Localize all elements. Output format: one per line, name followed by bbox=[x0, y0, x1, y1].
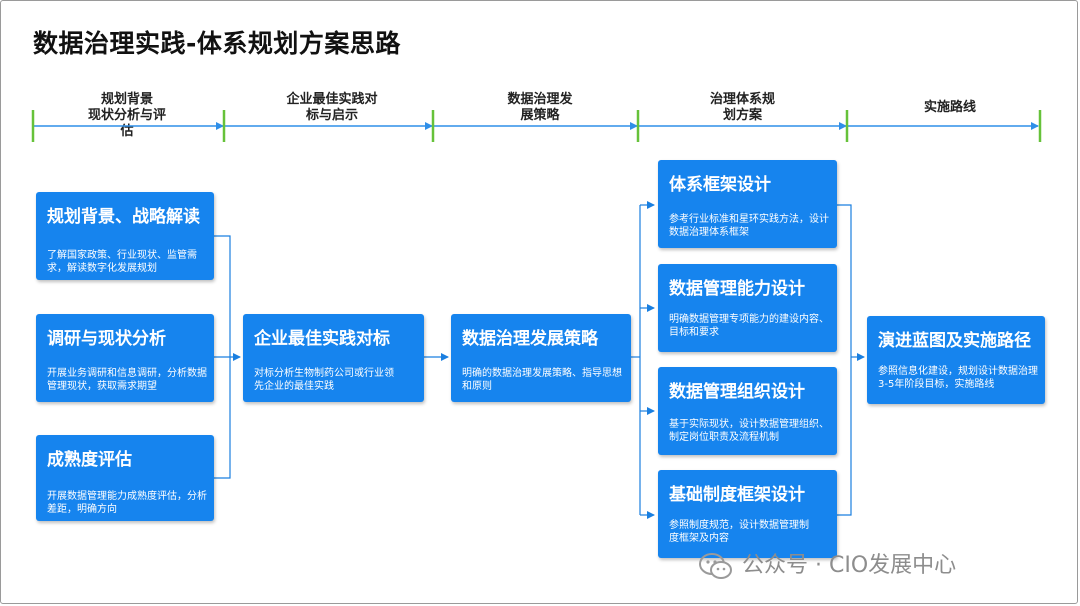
box-title: 体系框架设计 bbox=[669, 175, 771, 195]
box-maturity-assessment: 成熟度评估 开展数据管理能力成熟度评估，分析差距，明确方向 bbox=[36, 435, 214, 521]
phase-label-1: 规划背景 现状分析与评 估 bbox=[87, 92, 166, 139]
phase-label-3: 数据治理发 展策略 bbox=[507, 92, 573, 123]
slide-title: 数据治理实践-体系规划方案思路 bbox=[33, 29, 401, 58]
box-title: 成熟度评估 bbox=[47, 450, 132, 470]
box-roadmap: 演进蓝图及实施路径 参照信息化建设，规划设计数据治理3-5年阶段目标，实施路线 bbox=[867, 316, 1045, 404]
box-desc: 参考行业标准和星环实践方法，设计数据治理体系框架 bbox=[669, 214, 829, 238]
box-desc: 了解国家政策、行业现状、监管需求，解读数字化发展规划 bbox=[47, 250, 197, 274]
watermark-text: 公众号 · CIO发展中心 bbox=[742, 553, 957, 578]
box-desc: 参照制度规范，设计数据管理制度框架及内容 bbox=[669, 520, 809, 544]
box-desc: 开展数据管理能力成熟度评估，分析差距，明确方向 bbox=[47, 491, 207, 515]
box-title: 数据管理组织设计 bbox=[669, 382, 805, 402]
box-desc: 开展业务调研和信息调研，分析数据管理现状，获取需求期望 bbox=[47, 368, 207, 392]
phase-label-5: 实施路线 bbox=[923, 100, 976, 115]
box-desc: 对标分析生物制药公司或行业领先企业的最佳实践 bbox=[254, 368, 394, 392]
box-title: 企业最佳实践对标 bbox=[254, 329, 390, 349]
box-title: 数据治理发展策略 bbox=[462, 329, 598, 349]
box-desc: 参照信息化建设，规划设计数据治理3-5年阶段目标，实施路线 bbox=[878, 366, 1038, 390]
box-strategy: 数据治理发展策略 明确的数据治理发展策略、指导思想和原则 bbox=[451, 314, 631, 402]
box-capability-design: 数据管理能力设计 明确数据管理专项能力的建设内容、目标和要求 bbox=[658, 264, 837, 352]
box-policy-framework: 基础制度框架设计 参照制度规范，设计数据管理制度框架及内容 bbox=[658, 470, 837, 558]
box-desc: 基于实际现状，设计数据管理组织、制定岗位职责及流程机制 bbox=[669, 419, 829, 443]
box-desc: 明确的数据治理发展策略、指导思想和原则 bbox=[462, 368, 622, 392]
box-org-design: 数据管理组织设计 基于实际现状，设计数据管理组织、制定岗位职责及流程机制 bbox=[658, 367, 837, 455]
box-research-analysis: 调研与现状分析 开展业务调研和信息调研，分析数据管理现状，获取需求期望 bbox=[36, 314, 214, 402]
box-benchmarking: 企业最佳实践对标 对标分析生物制药公司或行业领先企业的最佳实践 bbox=[243, 314, 424, 402]
box-title: 调研与现状分析 bbox=[47, 329, 166, 349]
box-title: 演进蓝图及实施路径 bbox=[878, 331, 1031, 351]
phase-label-4: 治理体系规 划方案 bbox=[709, 92, 775, 123]
box-title: 规划背景、战略解读 bbox=[47, 207, 200, 227]
timeline-ticks bbox=[31, 110, 1042, 142]
box-title: 基础制度框架设计 bbox=[669, 485, 805, 505]
box-background-strategy: 规划背景、战略解读 了解国家政策、行业现状、监管需求，解读数字化发展规划 bbox=[36, 192, 214, 280]
box-desc: 明确数据管理专项能力的建设内容、目标和要求 bbox=[669, 314, 829, 338]
box-framework-design: 体系框架设计 参考行业标准和星环实践方法，设计数据治理体系框架 bbox=[658, 160, 837, 248]
box-title: 数据管理能力设计 bbox=[669, 279, 805, 299]
phase-label-2: 企业最佳实践对 标与启示 bbox=[286, 92, 378, 123]
wechat-icon bbox=[699, 553, 732, 579]
